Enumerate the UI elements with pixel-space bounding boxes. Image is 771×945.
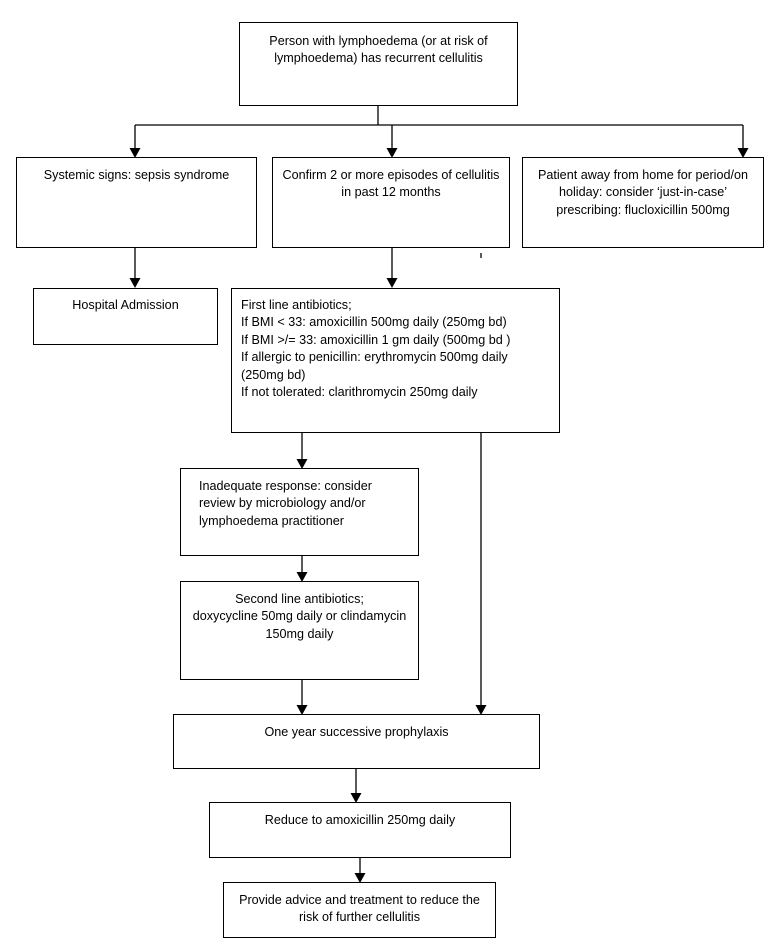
connector-first-line-to-one-year-prophylaxis <box>475 433 487 715</box>
connector-branch-to-systemic-signs <box>129 125 141 158</box>
node-inadequate-response[interactable]: Inadequate response: consider review by … <box>180 468 419 556</box>
connector-first-line-to-inadequate-response <box>296 433 308 469</box>
connector-confirm-episodes-to-first-line <box>386 248 398 288</box>
node-provide-advice[interactable]: Provide advice and treatment to reduce t… <box>223 882 496 938</box>
connector-branch-to-away-from-home <box>737 125 749 158</box>
connector-systemic-signs-to-hospital-admission <box>129 248 141 288</box>
connector-second-line-to-one-year-prophylaxis <box>296 680 308 715</box>
connector-reduce-dose-to-provide-advice <box>354 858 366 883</box>
node-one-year-prophylaxis[interactable]: One year successive prophylaxis <box>173 714 540 769</box>
node-first-line-antibiotics[interactable]: First line antibiotics; If BMI < 33: amo… <box>231 288 560 433</box>
connector-one-year-prophylaxis-to-reduce-dose <box>350 769 362 803</box>
node-hospital-admission[interactable]: Hospital Admission <box>33 288 218 345</box>
node-reduce-dose[interactable]: Reduce to amoxicillin 250mg daily <box>209 802 511 858</box>
node-systemic-signs[interactable]: Systemic signs: sepsis syndrome <box>16 157 257 248</box>
connector-branch-to-confirm-episodes <box>386 125 398 158</box>
node-start[interactable]: Person with lymphoedema (or at risk of l… <box>239 22 518 106</box>
node-away-from-home[interactable]: Patient away from home for period/on hol… <box>522 157 764 248</box>
node-second-line-antibiotics[interactable]: Second line antibiotics; doxycycline 50m… <box>180 581 419 680</box>
connector-inadequate-response-to-second-line <box>296 556 308 582</box>
node-confirm-episodes[interactable]: Confirm 2 or more episodes of cellulitis… <box>272 157 510 248</box>
